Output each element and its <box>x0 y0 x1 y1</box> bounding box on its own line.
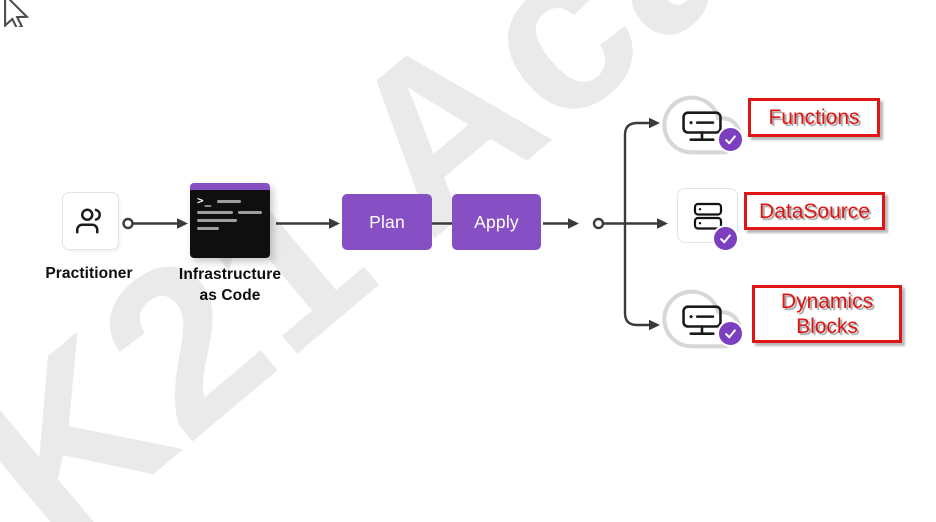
terminal-window: >_ <box>190 183 270 258</box>
check-icon <box>725 329 736 339</box>
code-line <box>197 227 219 230</box>
annotation-functions: Functions <box>748 98 880 137</box>
apply-button[interactable]: Apply <box>452 194 541 250</box>
code-line <box>217 199 242 203</box>
annotation-dynamics-blocks: Dynamics Blocks <box>752 285 902 343</box>
practitioner-node <box>62 192 119 250</box>
check-icon <box>720 234 731 244</box>
cloud-server-icon <box>662 289 742 349</box>
practitioner-label: Practitioner <box>45 265 133 282</box>
annotation-datasource: DataSource <box>744 192 885 230</box>
iac-label-line2: as Code <box>199 287 261 304</box>
arrow-apply-to-branch <box>543 217 605 230</box>
terminal-body: >_ <box>190 190 270 258</box>
terminal-titlebar <box>190 183 270 190</box>
code-line <box>197 211 233 214</box>
mouse-cursor-icon <box>4 0 29 27</box>
plan-button[interactable]: Plan <box>342 194 432 250</box>
iac-label-line1: Infrastructure <box>178 266 282 283</box>
code-line <box>197 219 237 222</box>
resource-node-dynamics-blocks <box>661 278 744 360</box>
terminal-prompt: >_ <box>197 194 213 207</box>
check-badge <box>712 225 739 252</box>
code-line <box>238 211 262 214</box>
check-badge <box>717 320 744 347</box>
resource-node-functions <box>661 84 744 166</box>
users-icon <box>75 208 101 234</box>
server-stack-icon <box>693 202 722 230</box>
resource-node-datasource <box>677 188 739 252</box>
check-badge <box>717 126 744 153</box>
cloud-server-icon <box>662 95 742 155</box>
check-icon <box>725 135 736 145</box>
iac-label: Infrastructure as Code <box>160 264 300 306</box>
